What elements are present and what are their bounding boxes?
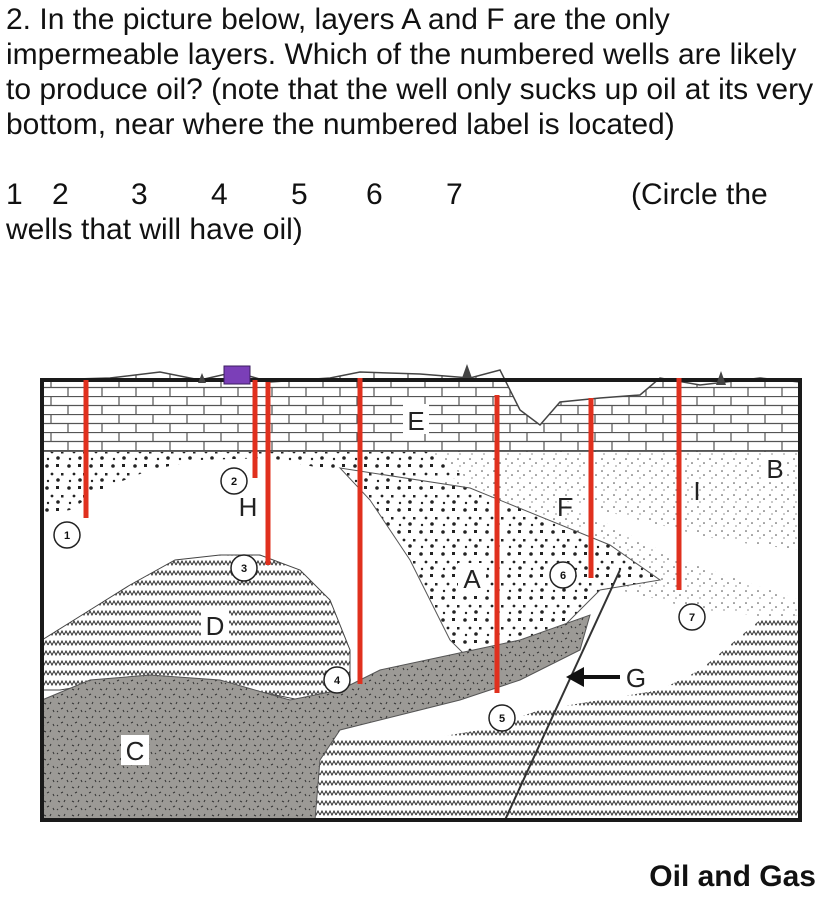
well-marker-4: 4 [323, 666, 351, 694]
well-marker-3: 3 [230, 554, 258, 582]
well-marker-1: 1 [53, 521, 81, 549]
label-e: E [407, 406, 424, 436]
well-marker-2: 2 [220, 467, 248, 495]
well-marker-5: 5 [488, 704, 516, 732]
svg-text:7: 7 [689, 612, 695, 624]
label-i: I [693, 476, 700, 506]
choice-7[interactable]: 7 [446, 178, 463, 211]
svg-text:1: 1 [64, 530, 70, 542]
wells [83, 378, 682, 693]
svg-text:3: 3 [241, 563, 247, 575]
fault-line-g [504, 569, 621, 821]
label-b: B [766, 454, 783, 484]
question-block: 2. In the picture below, layers A and F … [6, 2, 818, 247]
label-h: H [239, 492, 258, 522]
choice-1[interactable]: 1 [6, 178, 23, 211]
house-icon [223, 365, 251, 385]
choice-5[interactable]: 5 [291, 178, 308, 211]
label-a: A [463, 564, 481, 594]
svg-text:2: 2 [231, 476, 237, 488]
svg-text:5: 5 [499, 713, 505, 725]
footer-title: Oil and Gas [649, 860, 816, 893]
choice-4[interactable]: 4 [211, 178, 228, 211]
question-text: 2. In the picture below, layers A and F … [6, 3, 814, 141]
answer-choices: 1 2 3 4 5 6 7 (Circle the [6, 177, 818, 212]
layer-basement [310, 615, 800, 820]
instruction-text-1: (Circle the [631, 178, 768, 211]
geologic-cross-section: 1 2 3 4 5 6 7 E B H F I A D C G [40, 364, 802, 822]
diagram-frame [40, 378, 802, 822]
svg-text:6: 6 [560, 570, 566, 582]
label-f: F [557, 492, 573, 522]
label-c: C [126, 736, 145, 766]
well-markers: 1 2 3 4 5 6 7 [53, 467, 706, 732]
instruction-text-2: wells that will have oil) [6, 213, 303, 246]
choice-6[interactable]: 6 [366, 178, 383, 211]
well-marker-7: 7 [678, 603, 706, 631]
layer-i [430, 452, 800, 550]
svg-text:4: 4 [334, 675, 341, 687]
well-marker-6: 6 [549, 561, 577, 589]
choice-3[interactable]: 3 [131, 178, 148, 211]
g-arrow: G [566, 662, 650, 693]
label-d: D [206, 611, 225, 641]
layer-c [41, 614, 591, 821]
label-g: G [626, 663, 646, 693]
choice-2[interactable]: 2 [52, 178, 69, 211]
